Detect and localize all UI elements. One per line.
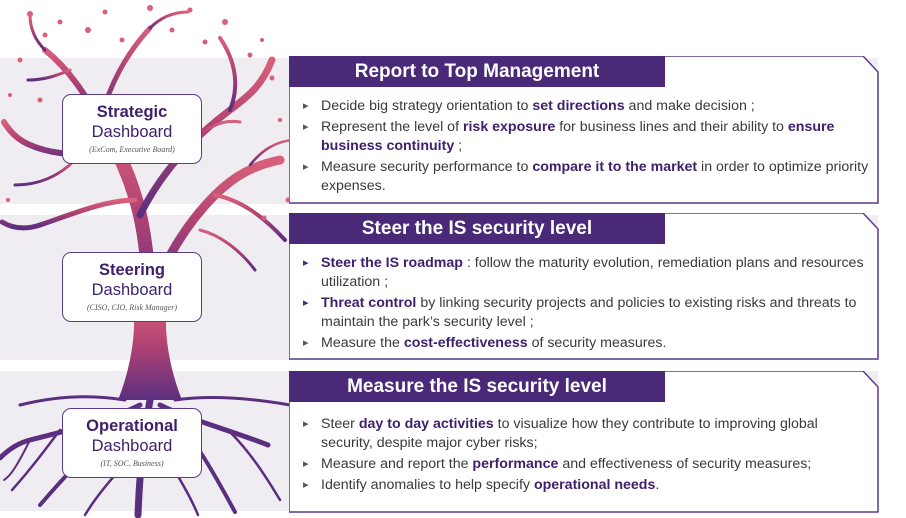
bullet-text: : follow the maturity evolution, remedia… — [321, 255, 864, 290]
bullet-text: Measure security performance to — [321, 159, 533, 175]
bullet-text: of security measures. — [527, 335, 667, 351]
emphasis-text: operational needs — [533, 477, 656, 493]
dashboard-name: Steering — [98, 261, 166, 279]
panel-title: Report to Top Management — [289, 56, 665, 87]
tree-leaves — [6, 5, 291, 221]
emphasis-text: risk exposure — [462, 119, 556, 135]
dashboard-audience: (CISO, CIO, Risk Manager) — [87, 303, 177, 312]
bullet-item: Identify anomalies to help specify opera… — [303, 476, 873, 495]
panel-top-management: Report to Top Management Decide big stra… — [289, 56, 879, 204]
bullet-text: Measure and report the — [321, 456, 473, 472]
emphasis-text: performance — [472, 456, 559, 472]
dashboard-audience: (IT, SOC, Business) — [100, 459, 164, 468]
bullet-item: Represent the level of risk exposure for… — [303, 118, 873, 156]
emphasis-text: day to day activities — [358, 416, 494, 432]
panel-steer-security: Steer the IS security level Steer the IS… — [289, 213, 879, 360]
bullet-text: Measure the — [321, 335, 404, 351]
dashboard-card-strategic: Strategic Dashboard (ExCom, Executive Bo… — [62, 94, 202, 164]
bullet-text: and effectiveness of security measures; — [558, 456, 812, 472]
bullet-text: by linking security projects and policie… — [321, 295, 857, 330]
bullet-list: Steer day to day activities to visualize… — [303, 415, 873, 497]
bullet-text: Decide big strategy orientation to — [321, 98, 533, 114]
dashboard-name: Strategic — [96, 103, 168, 121]
bullet-text: ; — [454, 138, 463, 154]
emphasis-text: Threat control — [321, 295, 417, 311]
bullet-text: Identify anomalies to help specify — [321, 477, 534, 493]
dashboard-word: Dashboard — [91, 281, 173, 299]
emphasis-text: compare it to the market — [532, 159, 698, 175]
bullet-text: Steer — [321, 416, 359, 432]
bullet-list: Decide big strategy orientation to set d… — [303, 97, 873, 198]
bullet-item: Measure and report the performance and e… — [303, 455, 873, 474]
emphasis-text: cost-effectiveness — [403, 335, 528, 351]
dashboard-word: Dashboard — [91, 123, 173, 141]
bullet-text: to visualize how they contribute to impr… — [321, 416, 818, 451]
bullet-item: Decide big strategy orientation to set d… — [303, 97, 873, 116]
bullet-item: Steer the IS roadmap : follow the maturi… — [303, 254, 873, 292]
bullet-text: . — [655, 477, 660, 493]
emphasis-text: set directions — [532, 98, 625, 114]
bullet-item: Measure the cost-effectiveness of securi… — [303, 334, 873, 353]
dashboard-card-operational: Operational Dashboard (IT, SOC, Business… — [62, 408, 202, 478]
panel-title: Measure the IS security level — [289, 371, 665, 402]
dashboard-name: Operational — [86, 417, 178, 435]
bullet-item: Steer day to day activities to visualize… — [303, 415, 873, 453]
panel-measure-security: Measure the IS security level Steer day … — [289, 371, 879, 513]
bullet-text: in order to optimize priority expenses. — [321, 159, 869, 194]
dashboard-card-steering: Steering Dashboard (CISO, CIO, Risk Mana… — [62, 252, 202, 322]
dashboard-audience: (ExCom, Executive Board) — [89, 145, 175, 154]
tree-trunk — [118, 300, 182, 400]
emphasis-text: Steer the IS roadmap — [321, 255, 463, 271]
bullet-text: and make decision ; — [624, 98, 755, 114]
panel-title: Steer the IS security level — [289, 213, 665, 244]
bullet-list: Steer the IS roadmap : follow the maturi… — [303, 254, 873, 355]
bullet-text: Represent the level of — [321, 119, 463, 135]
bullet-item: Threat control by linking security proje… — [303, 294, 873, 332]
bullet-item: Measure security performance to compare … — [303, 158, 873, 196]
bullet-text: for business lines and their ability to — [555, 119, 788, 135]
dashboard-word: Dashboard — [91, 437, 173, 455]
emphasis-text: ensure business continuity — [321, 119, 835, 154]
